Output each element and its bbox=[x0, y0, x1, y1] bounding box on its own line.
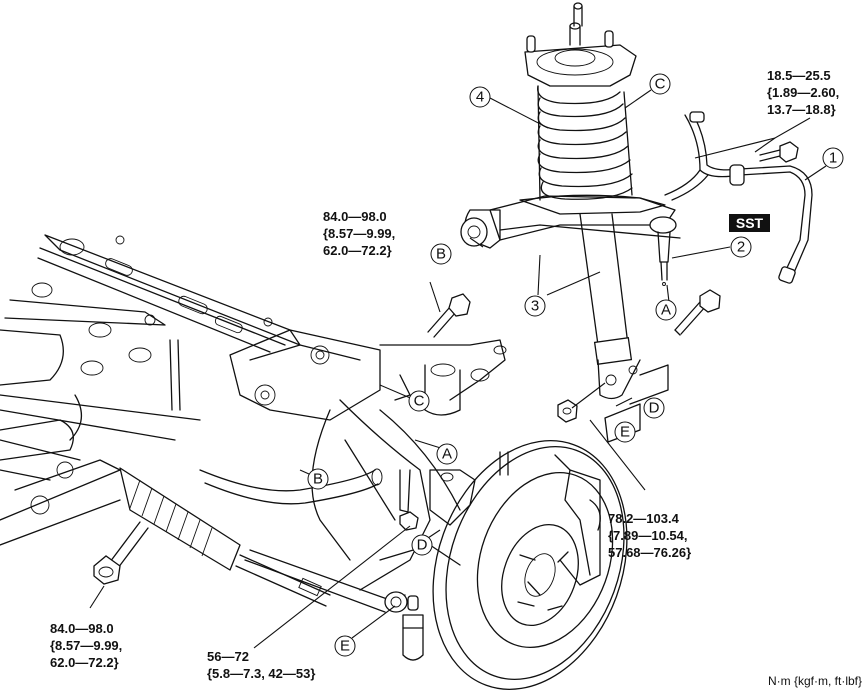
callout-4-label: 4 bbox=[476, 89, 484, 106]
callout-a-lower-label: A bbox=[442, 446, 452, 463]
torque-nm: 84.0—98.0 bbox=[50, 621, 114, 636]
callout-a-lower: A bbox=[436, 443, 458, 465]
callout-a-upper-label: A bbox=[661, 302, 671, 319]
brake-hose bbox=[664, 111, 813, 284]
steering-knuckle bbox=[399, 451, 509, 531]
callout-e-upper-label: E bbox=[620, 424, 630, 441]
torque-ftlbf: 57.68—76.26} bbox=[608, 545, 692, 560]
torque-kgfm: {8.57—9.99, bbox=[323, 226, 396, 241]
brake-disc bbox=[432, 440, 628, 690]
torque-kgfm: {7.89—10.54, bbox=[608, 528, 688, 543]
callout-b-upper: B bbox=[430, 243, 452, 265]
torque-ftlbf: 62.0—72.2} bbox=[323, 243, 392, 258]
bolt-lower-left bbox=[93, 521, 149, 585]
callout-d-lower-label: D bbox=[417, 537, 428, 554]
callout-c-lower-label: C bbox=[414, 393, 425, 410]
callout-b-lower: B bbox=[307, 468, 329, 490]
stabilizer-bar bbox=[199, 468, 383, 505]
callout-b-lower-label: B bbox=[313, 471, 323, 488]
torque-kgfm: {1.89—2.60, bbox=[767, 85, 840, 100]
crossmember-frame bbox=[0, 234, 301, 481]
leader-lines bbox=[89, 89, 827, 649]
callout-c-lower: C bbox=[408, 390, 430, 412]
steering-rack bbox=[0, 419, 331, 607]
lower-arm bbox=[244, 399, 461, 661]
callout-2-label: 2 bbox=[737, 239, 745, 256]
callout-c-upper: C bbox=[649, 73, 671, 95]
callout-4: 4 bbox=[469, 86, 491, 108]
callout-c-upper-label: C bbox=[655, 76, 666, 93]
callout-e-lower-label: E bbox=[340, 638, 350, 655]
torque-ftlbf: 13.7—18.8} bbox=[767, 102, 836, 117]
upper-arm bbox=[460, 195, 681, 286]
torque-nm: 78.2—103.4 bbox=[608, 511, 679, 526]
callout-1-label: 1 bbox=[829, 150, 837, 167]
callout-3-label: 3 bbox=[531, 298, 539, 315]
torque-nm: 84.0—98.0 bbox=[323, 209, 387, 224]
bolt-upper-arm-mount bbox=[427, 293, 471, 338]
callout-b-upper-label: B bbox=[436, 246, 446, 263]
torque-spec-upper-arm-bolt: 84.0—98.0 {8.57—9.99, 62.0—72.2} bbox=[323, 208, 395, 259]
coil-spring bbox=[537, 85, 633, 201]
callout-2: 2 bbox=[730, 236, 752, 258]
torque-spec-tie-rod-nut: 56—72 {5.8—7.3, 42—53} bbox=[207, 648, 315, 682]
knuckle-clamp-plates bbox=[604, 364, 669, 443]
torque-spec-strut-lower-nut: 78.2—103.4 {7.89—10.54, 57.68—76.26} bbox=[608, 510, 691, 561]
units-note: N·m {kgf·m, ft·lbf} bbox=[767, 674, 862, 688]
torque-nm: 56—72 bbox=[207, 649, 249, 664]
callout-d-upper-label: D bbox=[649, 400, 660, 417]
sst-badge: SST bbox=[729, 214, 770, 232]
torque-spec-brake-hose-bolt: 18.5—25.5 {1.89—2.60, 13.7—18.8} bbox=[767, 67, 839, 118]
torque-ftlbf: 62.0—72.2} bbox=[50, 655, 119, 670]
torque-kgfm: {5.8—7.3, 42—53} bbox=[207, 666, 316, 681]
callout-d-upper: D bbox=[643, 397, 665, 419]
callout-e-upper: E bbox=[614, 421, 636, 443]
torque-nm: 18.5—25.5 bbox=[767, 68, 831, 83]
callout-1: 1 bbox=[822, 147, 844, 169]
callout-a-upper: A bbox=[655, 299, 677, 321]
mount-bracket bbox=[229, 329, 507, 421]
callout-e-lower: E bbox=[334, 635, 356, 657]
callout-d-lower: D bbox=[411, 534, 433, 556]
callout-3: 3 bbox=[524, 295, 546, 317]
torque-kgfm: {8.57—9.99, bbox=[50, 638, 123, 653]
torque-spec-lower-left-bolt: 84.0—98.0 {8.57—9.99, 62.0—72.2} bbox=[50, 620, 122, 671]
strut-bolt bbox=[557, 289, 721, 423]
strut-assembly bbox=[519, 2, 666, 400]
